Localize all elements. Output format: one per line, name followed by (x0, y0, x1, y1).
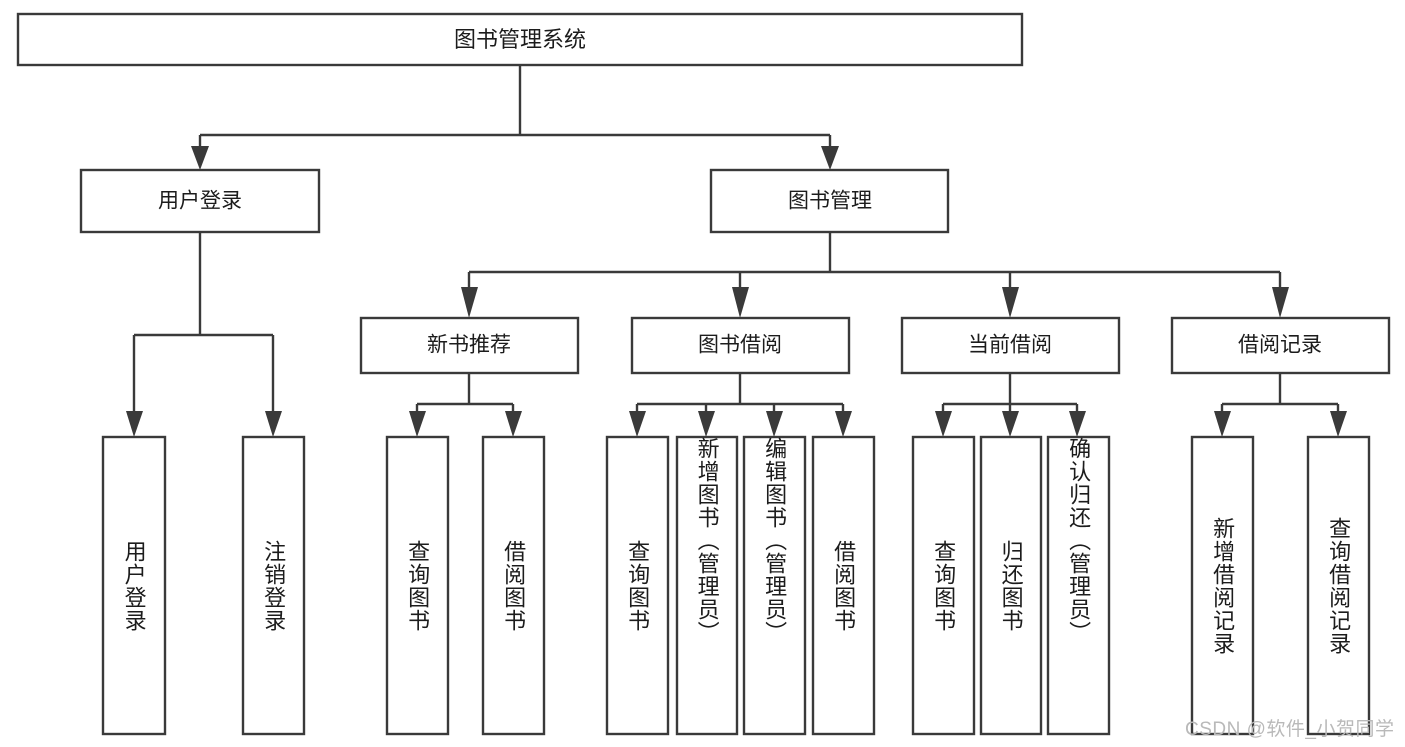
node-book-manage-label: 图书管理 (788, 190, 872, 213)
arrow-borrowrecord-leaf2-icon (1330, 411, 1347, 437)
leaf-user-login-box[interactable] (101, 435, 167, 736)
arrow-currentborrow-leaf2-icon (1002, 411, 1019, 437)
watermark: CSDN @软件_小贺同学 (1185, 719, 1395, 740)
leaf-br-add-box[interactable] (1190, 435, 1255, 736)
leaf-bb-edit-box[interactable] (742, 435, 807, 736)
leaf-br-query-box[interactable] (1306, 435, 1371, 736)
node-book-borrow-box[interactable] (630, 316, 851, 375)
node-root-box[interactable] (16, 12, 1024, 67)
leaf-logout-box[interactable] (241, 435, 306, 736)
arrow-bookborrow-leaf1-icon (629, 411, 646, 437)
arrow-currentborrow-leaf3-icon (1069, 411, 1086, 437)
arrow-newbook-leaf2-icon (505, 411, 522, 437)
leaf-bb-query-box[interactable] (605, 435, 670, 736)
leaf-bb-borrow-box[interactable] (811, 435, 876, 736)
arrow-currentborrow-leaf1-icon (935, 411, 952, 437)
arrow-to-current-borrow-icon (1002, 287, 1019, 318)
arrow-root-to-book-manage-icon (821, 146, 839, 170)
node-new-book-rec-label: 新书推荐 (427, 334, 511, 357)
arrow-to-borrow-record-icon (1272, 287, 1289, 318)
arrow-newbook-leaf1-icon (409, 411, 426, 437)
node-box-group (16, 12, 1391, 736)
node-current-borrow-box[interactable] (900, 316, 1121, 375)
arrow-bookborrow-leaf4-icon (835, 411, 852, 437)
node-borrow-record-box[interactable] (1170, 316, 1391, 375)
node-current-borrow-label: 当前借阅 (968, 334, 1052, 357)
arrow-userlogin-leaf1-icon (126, 411, 143, 437)
leaf-cb-confirm-box[interactable] (1046, 435, 1111, 736)
leaf-nb-query-box[interactable] (385, 435, 450, 736)
arrow-borrowrecord-leaf1-icon (1214, 411, 1231, 437)
arrow-to-book-borrow-icon (732, 287, 749, 318)
arrow-bookborrow-leaf2-icon (698, 411, 715, 437)
node-book-borrow-label: 图书借阅 (698, 334, 782, 357)
node-user-login-box[interactable] (79, 168, 321, 234)
arrow-to-new-book-rec-icon (461, 287, 478, 318)
arrow-userlogin-leaf2-icon (265, 411, 282, 437)
node-borrow-record-label: 借阅记录 (1238, 334, 1322, 357)
leaf-cb-query-box[interactable] (911, 435, 976, 736)
node-user-login-label: 用户登录 (158, 190, 242, 213)
node-new-book-rec-box[interactable] (359, 316, 580, 375)
node-root-label: 图书管理系统 (454, 27, 586, 52)
leaf-bb-add-box[interactable] (675, 435, 739, 736)
connector-group (126, 65, 1347, 437)
arrow-bookborrow-leaf3-icon (766, 411, 783, 437)
arrow-root-to-user-login-icon (191, 146, 209, 170)
node-book-manage-box[interactable] (709, 168, 950, 234)
leaf-cb-return-box[interactable] (979, 435, 1043, 736)
node-label-group: 图书管理系统 用户登录 图书管理 新书推荐 图书借阅 当前借阅 借阅记录 (158, 27, 1322, 357)
leaf-nb-borrow-box[interactable] (481, 435, 546, 736)
